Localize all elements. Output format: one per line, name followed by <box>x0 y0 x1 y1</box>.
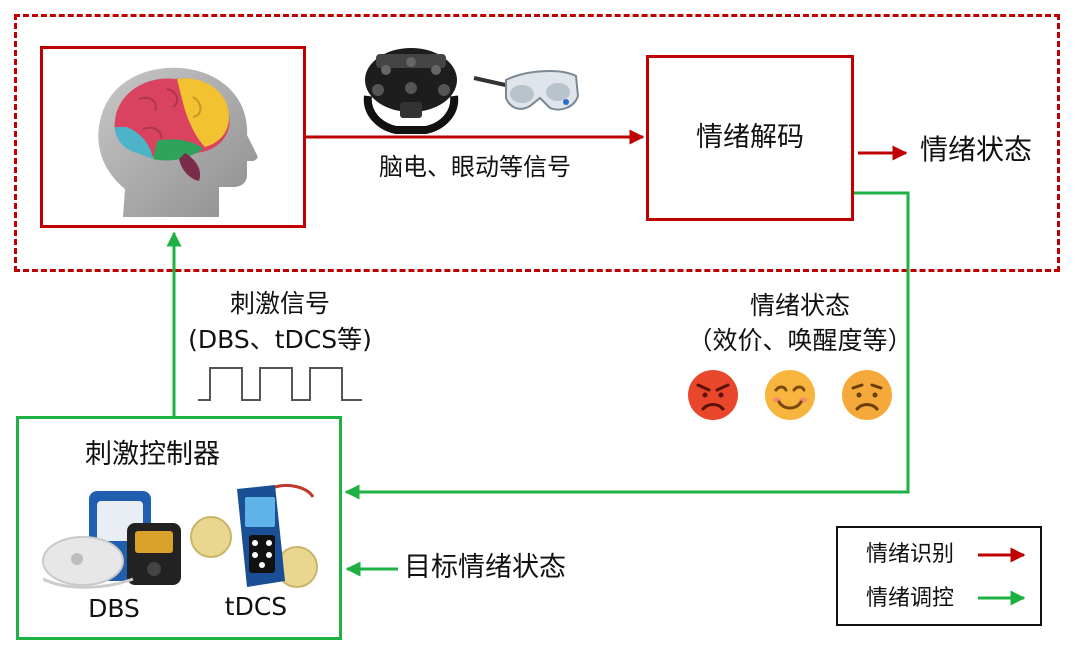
brain-box <box>40 46 306 228</box>
controller-device-label-tdcs: tDCS <box>224 592 288 621</box>
output-label: 情绪状态 <box>920 133 1033 166</box>
signal-label: 脑电、眼动等信号 <box>379 153 571 181</box>
dbs-stimulator-icon <box>42 491 181 589</box>
eeg-headset-icon <box>363 48 459 134</box>
controller-box: 刺激控制器 DBS tDCS <box>16 416 342 640</box>
emotion-state-subtitle: （效价、唤醒度等） <box>687 326 913 355</box>
angry-face-icon <box>688 370 738 420</box>
stimulus-subtitle: (DBS、tDCS等) <box>188 325 372 354</box>
controller-title: 刺激控制器 <box>85 439 220 470</box>
sad-face-icon <box>842 370 892 420</box>
head-with-brain-icon <box>98 67 258 217</box>
stimulus-title: 刺激信号 <box>229 289 330 318</box>
happy-face-icon <box>765 370 815 420</box>
emotion-state-title: 情绪状态 <box>749 291 850 320</box>
eye-tracking-glasses-icon <box>473 70 580 111</box>
regulation-arrows <box>166 191 1026 606</box>
square-wave-icon <box>198 367 362 401</box>
decode-box: 情绪解码 <box>646 55 854 221</box>
recognition-arrows <box>306 129 1026 563</box>
tdcs-device-icon <box>190 483 318 588</box>
controller-device-label-dbs: DBS <box>88 594 140 623</box>
legend: 情绪识别 情绪调控 <box>836 526 1042 626</box>
recognition-frame <box>14 14 1060 272</box>
target-label: 目标情绪状态 <box>404 552 566 583</box>
legend-item-regulation: 情绪调控 <box>866 586 955 611</box>
decode-box-label: 情绪解码 <box>696 122 804 153</box>
legend-item-recognition: 情绪识别 <box>866 542 955 567</box>
